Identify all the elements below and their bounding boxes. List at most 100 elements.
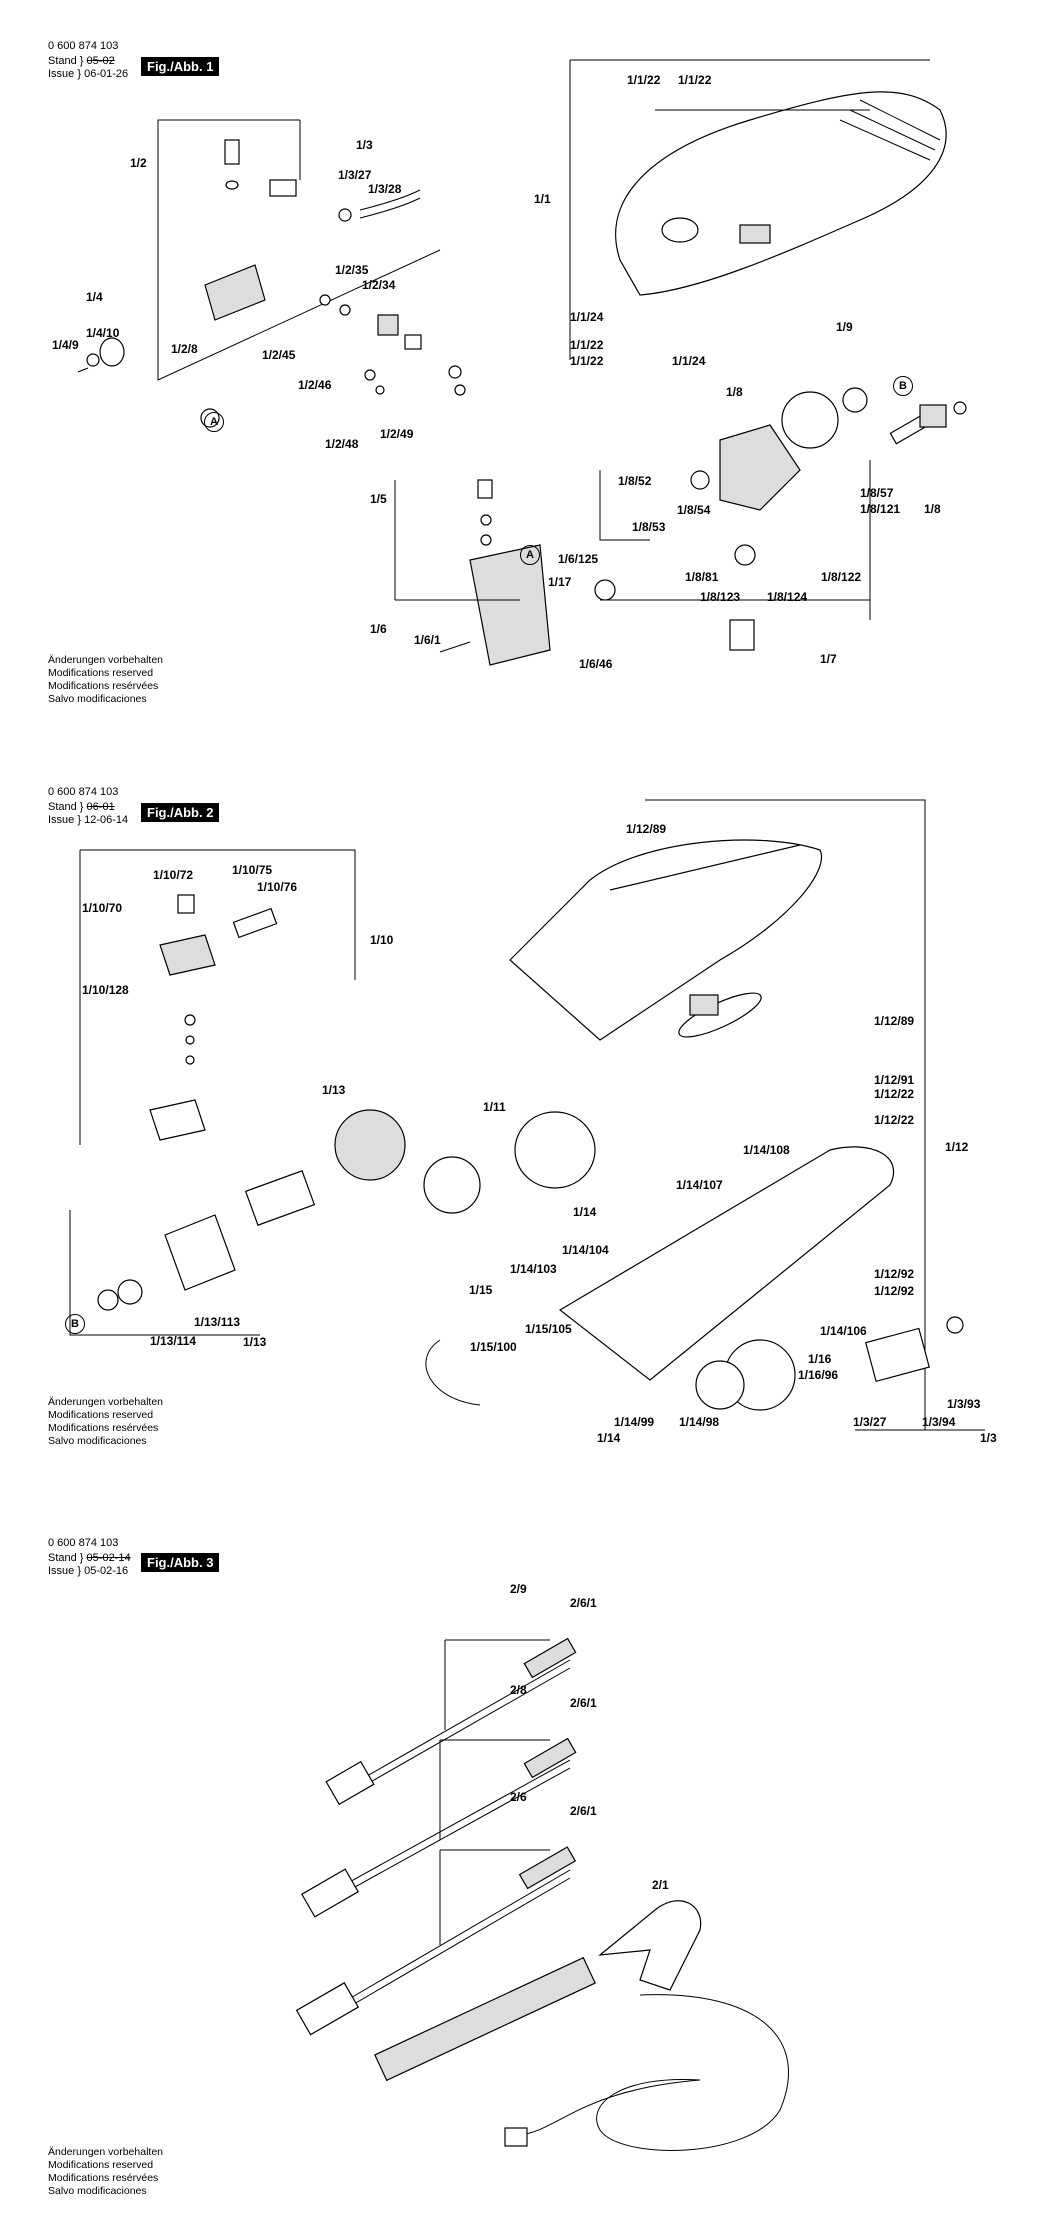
part-label: 1/12/91 (874, 1073, 915, 1087)
part-label: 1/14/99 (614, 1415, 655, 1429)
note-line: Salvo modificaciones (48, 2185, 147, 2197)
part-label: 1/8/53 (632, 520, 666, 534)
part-label: 1/1/24 (570, 310, 604, 324)
part-label: 1/10/70 (82, 901, 123, 915)
marker-a: A (204, 412, 224, 432)
part-label: 1/8/122 (821, 570, 862, 584)
part-label: 2/8 (510, 1683, 527, 1697)
fig1-stand-label: Stand (48, 55, 77, 67)
part-label: 1/15/105 (525, 1322, 572, 1336)
part-label: 1/14/108 (743, 1143, 790, 1157)
fig1-issue-label: Issue (48, 68, 75, 80)
part-label: 1/15 (469, 1283, 493, 1297)
part-label: 1/6/125 (558, 552, 599, 566)
part-label: 1/8/124 (767, 590, 808, 604)
fig2-switch-box-drawing (79, 849, 356, 1145)
fig2-notes: Änderungen vorbehalten Modifications res… (48, 1396, 163, 1448)
note-line: Modifications resérvées (48, 1422, 159, 1434)
fig2-handle-housing-drawing (509, 799, 926, 1430)
part-label: 1/10 (370, 933, 394, 947)
part-label: 1/2/46 (298, 378, 332, 392)
part-label: 1/10/75 (232, 863, 273, 877)
marker-b: B (65, 1314, 85, 1334)
part-label: 1/10/128 (82, 983, 129, 997)
note-line: Änderungen vorbehalten (48, 1396, 164, 1408)
part-label: 1/8/123 (700, 590, 741, 604)
part-label: 1/12/22 (874, 1087, 915, 1101)
fig1-housing-cover-drawing (569, 59, 947, 360)
part-label: 2/9 (510, 1582, 527, 1596)
part-label: 1/3/27 (338, 168, 372, 182)
part-label: 1/4/10 (86, 326, 120, 340)
part-label: 1/13/114 (150, 1334, 197, 1348)
fig1-pump-head-drawing (599, 387, 967, 651)
part-label: 1/12/92 (874, 1284, 915, 1298)
fig1-stand: Stand } 05-02 (48, 55, 115, 67)
part-label: 1/3 (980, 1431, 997, 1445)
part-label: 1/5 (370, 492, 387, 506)
part-label: 2/6 (510, 1790, 527, 1804)
fig2-issue: Issue } 12-06-14 (48, 814, 129, 826)
note-line: Salvo modificaciones (48, 1435, 147, 1447)
part-label: 1/3 (356, 138, 373, 152)
fig1-notes: Änderungen vorbehalten Modifications res… (48, 654, 163, 706)
part-label: 1/14/103 (510, 1262, 557, 1276)
part-label: 2/6/1 (570, 1804, 597, 1818)
part-label: 1/16 (808, 1352, 832, 1366)
part-label: 1/12/89 (626, 822, 667, 836)
fig2-motor-drawing (69, 1109, 596, 1336)
fig2-stand-date: 06-01 (86, 801, 115, 813)
marker-b: B (893, 376, 913, 396)
fig3-tag: Fig./Abb. 3 (141, 1553, 220, 1572)
fig2-tag: Fig./Abb. 2 (141, 803, 220, 822)
part-label: 1/14 (573, 1205, 597, 1219)
part-label: 1/3/28 (368, 182, 402, 196)
note-line: Modifications reserved (48, 1409, 154, 1421)
fig3-stand-label: Stand (48, 1552, 77, 1564)
part-label: 1/14/98 (679, 1415, 720, 1429)
part-label: 1/14/104 (562, 1243, 609, 1257)
part-label: 1/11 (483, 1100, 506, 1114)
note-line: Änderungen vorbehalten (48, 654, 164, 666)
part-label: 1/12/92 (874, 1267, 915, 1281)
fig2-stand-label: Stand (48, 801, 77, 813)
note-line: Salvo modificaciones (48, 693, 147, 705)
note-line: Modifications resérvées (48, 2172, 159, 2184)
part-label: 2/1 (652, 1878, 669, 1892)
part-label: 1/15/100 (470, 1340, 517, 1354)
part-label: 1/2/48 (325, 437, 359, 451)
part-label: 1/7 (820, 652, 837, 666)
part-label: 1/2/8 (171, 342, 198, 356)
part-label: 1/8/121 (860, 502, 901, 516)
part-label: 1/1/22 (678, 73, 712, 87)
part-label: 1/1/22 (570, 354, 604, 368)
part-label: 1/2/49 (380, 427, 414, 441)
note-line: Änderungen vorbehalten (48, 2146, 164, 2158)
fig1-issue-date: 06-01-26 (84, 68, 129, 80)
part-label: 1/1/22 (570, 338, 604, 352)
part-label: 1/2 (130, 156, 147, 170)
part-label: 1/4/9 (52, 338, 79, 352)
part-label: 1/6/1 (414, 633, 441, 647)
marker-a: A (520, 545, 540, 565)
fig1-stand-date: 05-02 (86, 55, 115, 67)
part-label: 1/8/57 (860, 486, 894, 500)
fig1-doc-number: 0 600 874 103 (48, 40, 119, 52)
part-label: 1/10/76 (257, 880, 298, 894)
part-label: 1/14/106 (820, 1324, 867, 1338)
fig1-valve-block-drawing (394, 479, 616, 666)
part-label: 1/16/96 (798, 1368, 839, 1382)
part-label: 1/8/52 (618, 474, 652, 488)
part-label: 1/4 (86, 290, 103, 304)
fig1-issue: Issue } 06-01-26 (48, 68, 129, 80)
part-label: 1/3/27 (853, 1415, 887, 1429)
part-label: 1/13 (243, 1335, 267, 1349)
part-label: 1/17 (548, 575, 572, 589)
fig3-issue-date: 05-02-16 (84, 1565, 129, 1577)
fig1-pump-assembly-drawing (77, 119, 466, 428)
part-label: 2/6/1 (570, 1696, 597, 1710)
fig2-issue-label: Issue (48, 814, 75, 826)
part-label: 1/14/107 (676, 1178, 723, 1192)
